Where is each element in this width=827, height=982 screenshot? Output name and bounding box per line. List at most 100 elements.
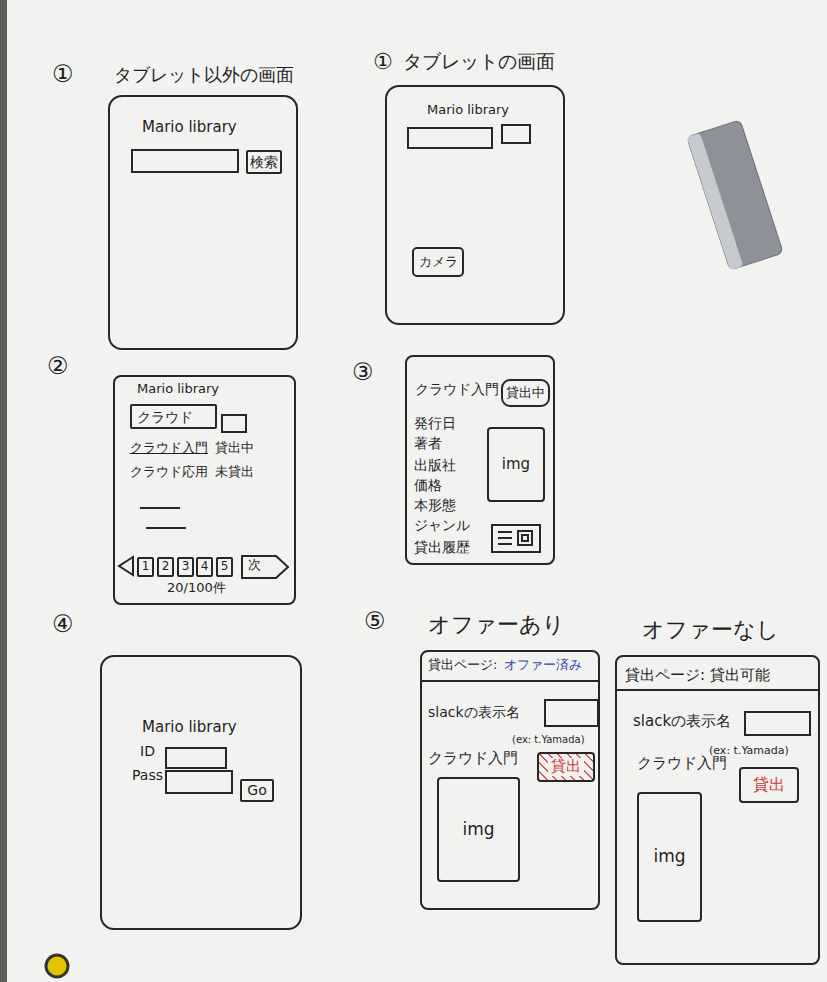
- input-field: [166, 748, 226, 768]
- screen-frame: ②Mario libraryクラウド入門貸出中クラウド応用未貸出20/100件ク…: [113, 375, 296, 605]
- page-button: 3: [177, 557, 194, 577]
- page-button: 4: [196, 557, 213, 577]
- eraser-face: [687, 133, 744, 270]
- button-label: 貸出: [548, 758, 584, 775]
- screen-number: ①: [52, 61, 74, 89]
- screen-text: 貸出ページ:: [428, 658, 497, 673]
- screen-frame: ①タブレット以外の画面Mario library検索: [108, 95, 298, 350]
- input-field: [745, 712, 810, 735]
- screen-text: (ex: t.Yamada): [512, 734, 585, 746]
- input-field: [408, 128, 492, 148]
- screen-number: ④: [52, 611, 74, 639]
- page-button: 1: [137, 557, 154, 577]
- button-label: 1: [142, 560, 150, 574]
- screen-text: slackの表示名: [633, 713, 731, 730]
- image-placeholder: img: [487, 427, 545, 502]
- empty-fields: [119, 125, 820, 793]
- screen-text: Mario library: [137, 382, 219, 397]
- arrow-outline: [242, 556, 288, 578]
- status-badge: 貸出中: [501, 379, 550, 407]
- page-button: 5: [216, 557, 233, 577]
- history-icon: [498, 543, 512, 545]
- screen-frame: ③クラウド入門発行日著者出版社価格本形態ジャンル貸出履歴貸出中img: [405, 355, 555, 565]
- board-frame: [0, 0, 7, 982]
- screen-text: slackの表示名: [428, 704, 520, 720]
- screen-text: Mario library: [427, 103, 509, 118]
- screen-text: クラウド入門: [415, 381, 499, 397]
- screen-text: クラウド入門: [428, 750, 518, 767]
- screen-frame: ④Mario libraryIDPassGo: [100, 655, 302, 930]
- screen-text: 20/100件: [167, 581, 226, 596]
- screen-text: Mario library: [142, 719, 237, 736]
- header-divider: [420, 680, 600, 682]
- screen-text: クラウド入門: [130, 441, 208, 456]
- screen-text: クラウド: [137, 409, 193, 425]
- page-button: 2: [157, 557, 174, 577]
- button-label: カメラ: [419, 255, 458, 270]
- button-label: img: [653, 847, 685, 867]
- screen-text: 価格: [414, 477, 442, 493]
- next-arrow: 次: [241, 555, 289, 579]
- button-label: 5: [221, 560, 229, 574]
- button-label: 貸出: [753, 776, 785, 794]
- image-placeholder: img: [637, 792, 702, 922]
- screen-text: 著者: [414, 435, 442, 451]
- button-label: 検索: [250, 154, 278, 170]
- button: カメラ: [412, 247, 464, 277]
- image-placeholder: img: [437, 777, 520, 882]
- magnet: [46, 955, 68, 977]
- search-button: [222, 415, 246, 432]
- screen-text: 発行日: [414, 415, 456, 431]
- screen-text: 出版社: [414, 457, 456, 473]
- screen-text: 貸出ページ: 貸出可能: [625, 667, 770, 684]
- button: Go: [240, 779, 274, 802]
- prev-arrow: [119, 557, 133, 575]
- screen-text: クラウド入門: [637, 755, 727, 772]
- input-field: [166, 771, 232, 793]
- list-placeholder: [146, 527, 186, 529]
- button: 検索: [246, 150, 282, 174]
- screen-text: 貸出中: [215, 441, 254, 456]
- screen-text: 次: [248, 558, 261, 573]
- button-label: Go: [247, 782, 266, 798]
- screen-heading: オファーあり: [428, 612, 565, 637]
- button-label: 貸出中: [506, 386, 545, 401]
- screen-heading: オファーなし: [642, 617, 779, 642]
- screen-frame: ①タブレットの画面Mario libraryカメラ: [385, 85, 565, 325]
- button-label: 3: [182, 560, 190, 574]
- screen-text: 貸出履歴: [414, 539, 470, 555]
- button-label: 4: [201, 560, 209, 574]
- screen-frame: ⑤オファーあり貸出ページ:オファー済みslackの表示名(ex: t.Yamad…: [420, 650, 600, 910]
- button-label: img: [502, 456, 530, 473]
- screen-frame: オファーなし貸出ページ: 貸出可能slackの表示名(ex: t.Yamada)…: [615, 655, 820, 965]
- lend-button: 貸出: [537, 752, 595, 782]
- input-field: クラウド: [130, 404, 217, 429]
- button-label: 2: [162, 560, 170, 574]
- lend-button: 貸出: [739, 767, 799, 803]
- search-button: [502, 125, 530, 143]
- eraser: [687, 120, 784, 270]
- screen-heading: タブレット以外の画面: [114, 65, 294, 86]
- input-field: [545, 700, 598, 726]
- screen-number: ②: [47, 353, 69, 381]
- history-icon: [498, 531, 512, 533]
- screen-text: 本形態: [414, 497, 456, 513]
- screen-number: ①: [373, 49, 393, 74]
- history-icon: [522, 535, 528, 541]
- screen-text: オファー済み: [504, 658, 582, 673]
- screen-text: 未貸出: [215, 465, 254, 480]
- screen-text: Pass: [132, 767, 163, 783]
- history-icon-box: [492, 525, 540, 552]
- screen-text: クラウド応用: [130, 465, 208, 480]
- screen-text: ジャンル: [414, 517, 470, 533]
- screen-text: ID: [140, 743, 155, 759]
- screen-number: ⑤: [364, 608, 386, 636]
- list-placeholder: [140, 507, 180, 509]
- screen-text: Mario library: [142, 119, 237, 136]
- history-icon: [498, 537, 512, 539]
- screen-heading: タブレットの画面: [403, 51, 555, 73]
